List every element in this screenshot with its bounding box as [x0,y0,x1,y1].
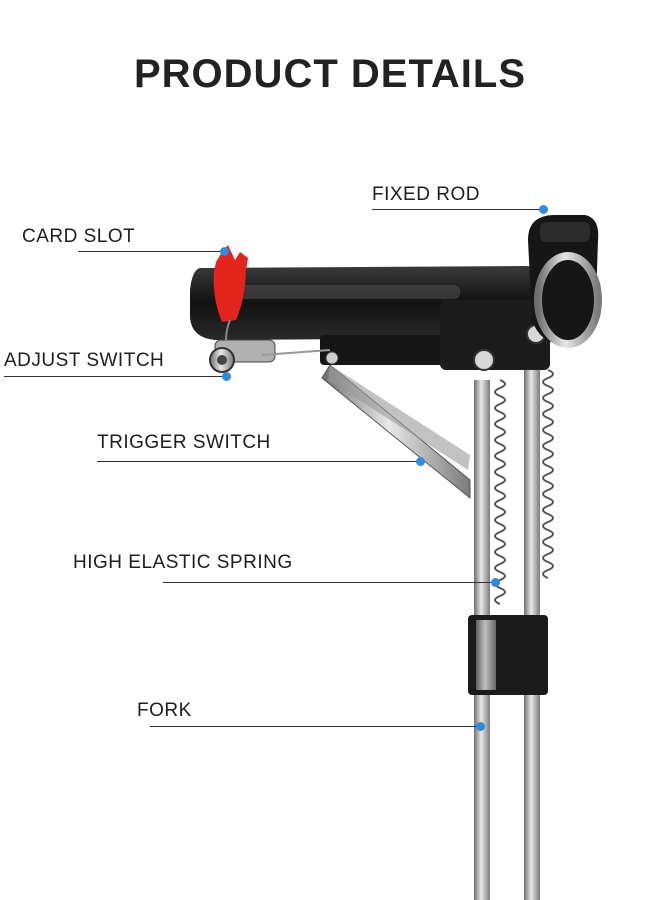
adjust-switch-knob [209,339,331,373]
high-elastic-spring-marker-dot [491,578,500,587]
fixed-rod-label: FIXED ROD [372,184,480,205]
fork-leader-line [150,726,480,727]
underside-bracket [320,335,450,365]
card-slot-label: CARD SLOT [22,226,136,247]
card-slot-latch [213,245,248,322]
adjust-switch-label: ADJUST SWITCH [4,350,165,371]
fixed-rod-marker-dot [539,205,548,214]
card-slot-marker-dot [220,247,229,256]
fixed-rod-clamp [528,215,599,345]
fork-label: FORK [137,700,192,721]
fork-marker-dot [476,722,485,731]
trigger-switch-leader-line [97,461,420,462]
fixed-rod-leader-line [372,209,542,210]
trigger-switch-marker-dot [416,457,425,466]
adjust-switch-marker-dot [222,372,231,381]
trigger-switch-label: TRIGGER SWITCH [97,432,271,453]
high-elastic-spring-leader-line [163,582,495,583]
high-elastic-spring-label: HIGH ELASTIC SPRING [73,552,293,573]
card-slot-leader-line [78,251,223,252]
adjust-switch-leader-line [4,376,226,377]
page-title: PRODUCT DETAILS [133,52,527,96]
spring-coils [494,369,554,605]
